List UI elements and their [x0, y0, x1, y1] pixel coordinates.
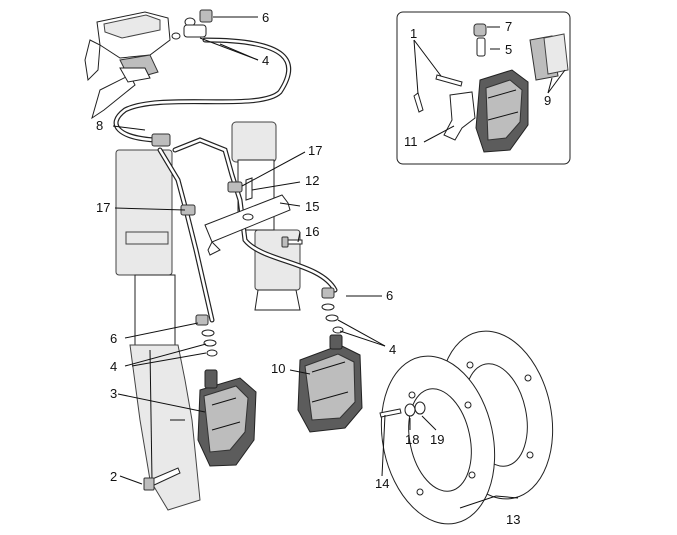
callout-19: 19 [430, 432, 444, 447]
callout-6-top: 6 [262, 10, 269, 25]
callout-4-right: 4 [389, 342, 396, 357]
inset-pads-9 [529, 33, 569, 81]
hose-bracket-15 [204, 194, 291, 256]
hose-junction [151, 133, 171, 147]
callout-15: 15 [305, 199, 319, 214]
inset-caliper [475, 69, 529, 153]
callout-1: 1 [410, 26, 417, 41]
disc-washer-19 [414, 401, 426, 415]
callout-3: 3 [110, 386, 117, 401]
callout-16: 16 [305, 224, 319, 239]
inset-bracket-11 [443, 91, 476, 141]
brake-hose-8 [113, 37, 292, 143]
left-fork-leg [115, 149, 201, 511]
callout-9: 9 [544, 93, 551, 108]
callout-18: 18 [405, 432, 419, 447]
inset-bleed-valve-5-7 [473, 23, 487, 57]
right-caliper-fittings [321, 287, 344, 334]
callout-4-top: 4 [262, 53, 269, 68]
banjo-bolt-top [171, 9, 213, 40]
caliper-right-10 [297, 334, 363, 433]
left-caliper-fittings [195, 314, 218, 357]
callout-5: 5 [505, 42, 512, 57]
callout-17-right: 17 [308, 143, 322, 158]
callout-6-right: 6 [386, 288, 393, 303]
leader-lines [112, 16, 566, 509]
callout-6-left: 6 [110, 331, 117, 346]
callout-13: 13 [506, 512, 520, 527]
disc-bolt-14 [379, 408, 402, 418]
callout-14: 14 [375, 476, 389, 491]
callout-12: 12 [305, 173, 319, 188]
brake-disc-front [380, 355, 496, 525]
callout-7: 7 [505, 19, 512, 34]
callout-11: 11 [404, 134, 418, 149]
hose-grommet-17-right [227, 181, 243, 193]
callout-8: 8 [96, 118, 103, 133]
caliper-bolt-2 [143, 467, 181, 491]
callout-4-left: 4 [110, 359, 117, 374]
caliper-left-3 [197, 369, 257, 467]
disc-washer-18 [404, 403, 416, 417]
callout-17-left: 17 [96, 200, 110, 215]
callout-2: 2 [110, 469, 117, 484]
master-cylinder-assembly [84, 11, 171, 120]
brake-hose-right-caliper [172, 137, 338, 293]
callout-10: 10 [271, 361, 285, 376]
inset-pin-1 [413, 74, 463, 113]
